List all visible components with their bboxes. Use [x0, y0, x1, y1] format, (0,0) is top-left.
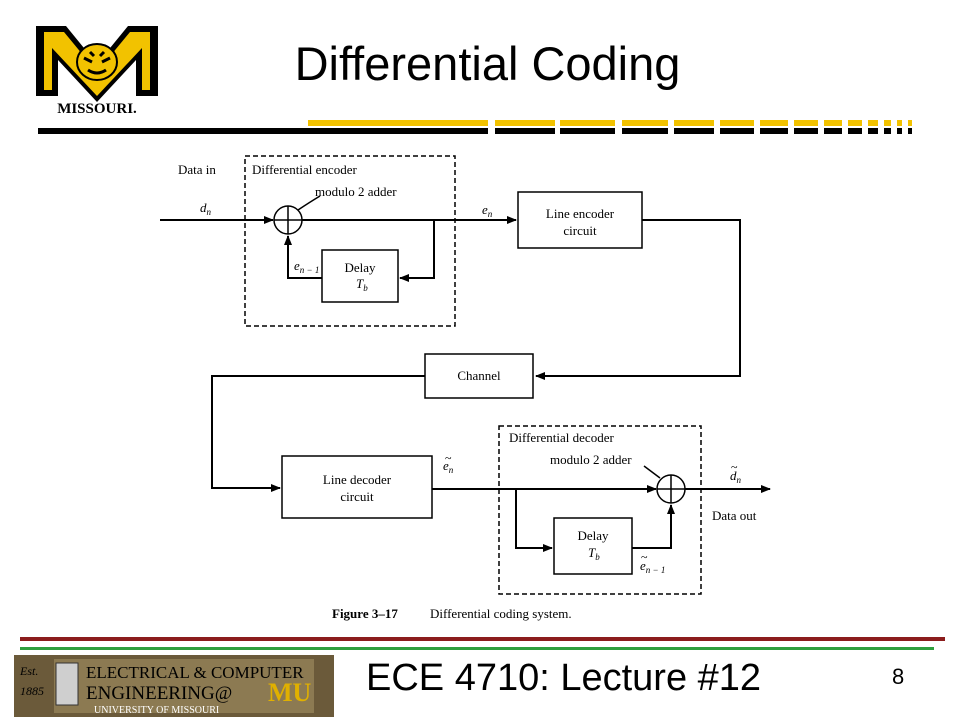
dn-tilde-label: dn — [730, 468, 742, 485]
figure-caption-text: Differential coding system. — [430, 606, 572, 621]
en-tilde-mark: ~ — [445, 451, 452, 465]
svg-text:Est.: Est. — [19, 664, 38, 678]
en-minus-1-label: en − 1 — [294, 258, 319, 275]
figure-caption-number: Figure 3–17 — [332, 606, 398, 621]
decoder-delay-box — [553, 517, 633, 575]
encoder-delay-box — [321, 249, 399, 303]
missouri-m-mark: MISSOURI. — [36, 26, 158, 117]
svg-text:ENGINEERING@: ENGINEERING@ — [86, 683, 232, 704]
svg-text:UNIVERSITY OF MISSOURI: UNIVERSITY OF MISSOURI — [94, 705, 219, 716]
en-tilde-label: en — [443, 458, 454, 475]
data-out-label: Data out — [712, 508, 757, 523]
line-decoder-label-1: Line decoder — [323, 472, 392, 487]
svg-text:1885: 1885 — [20, 684, 44, 698]
line-encoder-label-2: circuit — [563, 223, 597, 238]
modulo-2-adder-dec-label: modulo 2 adder — [550, 452, 632, 467]
tb-enc-label: Tb — [356, 276, 368, 293]
tb-dec-label: Tb — [588, 545, 600, 562]
delay-dec-label: Delay — [577, 528, 609, 543]
missouri-wordmark: MISSOURI. — [57, 101, 137, 117]
missouri-logo: MISSOURI. — [36, 26, 158, 117]
differential-decoder-box — [498, 425, 702, 595]
delay-enc-label: Delay — [344, 260, 376, 275]
footer-green-rule — [20, 647, 934, 650]
column-icon — [55, 662, 79, 706]
line-decoder-label-2: circuit — [340, 489, 374, 504]
line-decoder-box — [281, 455, 433, 519]
svg-text:ELECTRICAL & COMPUTER: ELECTRICAL & COMPUTER — [86, 663, 304, 682]
slide-title: Differential Coding — [294, 37, 681, 90]
dn-label: dn — [200, 200, 212, 217]
dn-tilde-mark: ~ — [731, 460, 738, 474]
course-lecture-footer: ECE 4710: Lecture #12 — [366, 657, 762, 699]
footer-maroon-rule — [20, 637, 945, 641]
differential-encoder-label: Differential encoder — [252, 162, 357, 177]
en-minus-1-tilde-label: en − 1 — [640, 558, 665, 575]
channel-label: Channel — [457, 368, 501, 383]
data-in-label: Data in — [178, 162, 216, 177]
svg-text:MU: MU — [268, 678, 312, 707]
en-label: en — [482, 202, 493, 219]
modulo-2-adder-enc-label: modulo 2 adder — [315, 184, 397, 199]
line-encoder-label-1: Line encoder — [546, 206, 615, 221]
header-divider — [38, 120, 912, 134]
differential-encoder-box — [244, 155, 456, 327]
ece-mu-banner-logo: Est. 1885 ELECTRICAL & COMPUTER ENGINEER… — [14, 655, 334, 717]
page-number: 8 — [892, 664, 905, 689]
differential-decoder-label: Differential decoder — [509, 430, 614, 445]
differential-coding-diagram: Data in Differential encoder modulo 2 ad… — [160, 155, 771, 621]
en-minus-1-tilde-mark: ~ — [641, 550, 648, 564]
tiger-icon — [76, 43, 118, 81]
